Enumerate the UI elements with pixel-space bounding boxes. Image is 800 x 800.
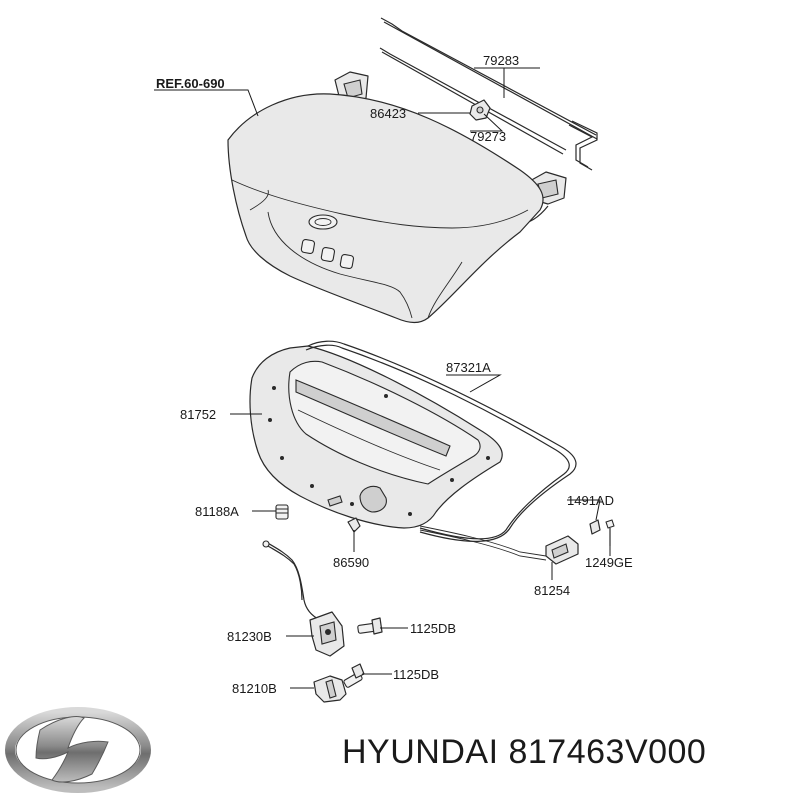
bolt-1491AD [589,519,601,535]
bumper-81188A [275,504,289,520]
hyundai-logo-icon [5,707,151,793]
label-1125DB-upper: 1125DB [410,621,456,636]
part-title: HYUNDAI 817463V000 [342,733,792,783]
ref-label: REF.60-690 [156,76,225,91]
label-86590: 86590 [333,555,369,570]
bolt-1125DB-upper [357,617,383,635]
part-number: 817463V000 [508,733,707,771]
label-81188A: 81188A [195,504,239,519]
label-1491AD: 1491AD [567,493,614,508]
label-81210B: 81210B [232,681,277,696]
trim-panel-81752 [249,345,503,529]
bolt-1249GE [605,519,615,546]
latch-81230B [262,540,345,657]
label-1249GE: 1249GE [585,555,633,570]
label-81254: 81254 [534,583,570,598]
bolt-1125DB-lower [343,663,365,688]
leader-lines [154,67,611,689]
label-87321A: 87321A [446,360,491,375]
weatherstrip-87321A [305,340,577,561]
bracket-81210B [313,675,347,703]
label-1125DB-lower: 1125DB [393,667,439,682]
label-79283: 79283 [483,53,519,68]
trunk-lid [227,93,544,324]
label-81752: 81752 [180,407,216,422]
brand-name: HYUNDAI [342,733,499,771]
label-81230B: 81230B [227,629,272,644]
torsion-bar-79283 [379,17,598,171]
label-79273: 79273 [470,129,506,144]
label-86423: 86423 [370,106,406,121]
striker-81254 [545,535,579,565]
clip-86590 [347,517,361,533]
